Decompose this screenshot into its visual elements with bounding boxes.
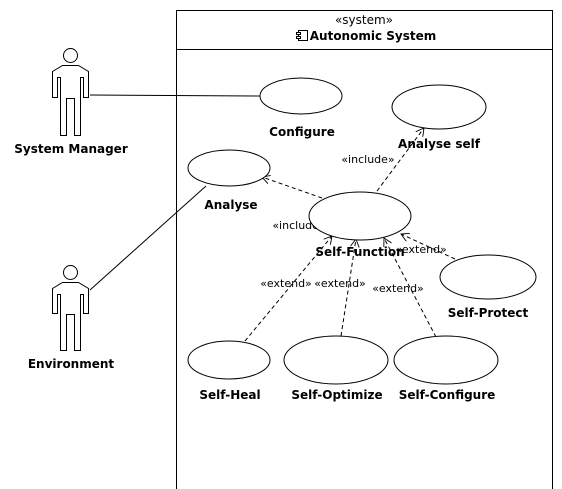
extend-label-protect: «extend» <box>395 243 447 256</box>
use-case-analyse-self-label: Analyse self <box>398 137 481 151</box>
extend-configure-edge <box>384 238 437 338</box>
association-environment-analyse <box>89 185 207 291</box>
use-case-analyse-label: Analyse <box>204 198 257 212</box>
use-case-self-optimize-label: Self-Optimize <box>291 388 382 402</box>
use-case-configure[interactable] <box>259 77 343 115</box>
use-case-analyse-self[interactable] <box>391 84 487 130</box>
component-icon <box>296 30 308 41</box>
use-case-analyse[interactable] <box>187 149 271 187</box>
association-manager-configure <box>89 94 262 97</box>
use-case-self-configure-label: Self-Configure <box>399 388 496 402</box>
extend-protect-edge <box>401 234 456 260</box>
use-case-self-heal-label: Self-Heal <box>199 388 260 402</box>
use-case-self-optimize[interactable] <box>283 335 389 385</box>
actor-environment[interactable] <box>52 265 89 351</box>
extend-label-heal: «extend» <box>260 277 312 290</box>
extend-label-configure: «extend» <box>372 282 424 295</box>
actor-system-manager-label: System Manager <box>14 142 128 156</box>
include-analyse-self-edge <box>376 128 424 192</box>
actor-environment-label: Environment <box>28 357 115 371</box>
system-stereotype: «system» <box>335 13 393 27</box>
system-boundary <box>176 10 553 489</box>
use-case-self-function-label: Self-Function <box>315 245 404 259</box>
use-case-self-protect[interactable] <box>439 254 537 300</box>
use-case-configure-label: Configure <box>269 125 335 139</box>
system-title: Autonomic System <box>310 29 437 43</box>
extend-heal-edge <box>244 236 332 342</box>
actor-system-manager[interactable] <box>52 48 89 136</box>
extend-optimize-edge <box>340 239 356 337</box>
use-case-self-heal[interactable] <box>187 340 271 380</box>
use-case-self-protect-label: Self-Protect <box>448 306 529 320</box>
extend-label-optimize: «extend» <box>314 277 366 290</box>
include-label-analyse-self: «include» <box>341 153 394 166</box>
use-case-self-function[interactable] <box>308 191 412 241</box>
include-analyse-edge <box>262 177 323 199</box>
use-case-self-configure[interactable] <box>393 335 499 385</box>
